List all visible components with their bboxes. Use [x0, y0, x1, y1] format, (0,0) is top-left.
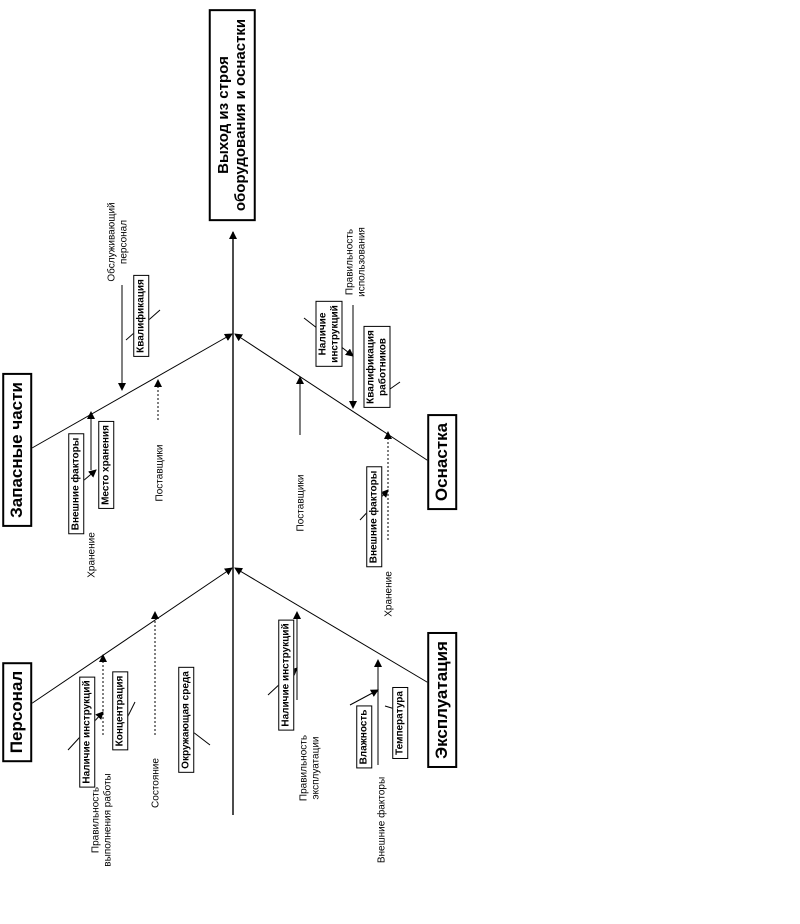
- cause-qualification: Квалификация: [133, 275, 149, 357]
- cause-usage-correctness: Правильность использования: [344, 227, 368, 297]
- cause-external-factors-op: Внешние факторы: [376, 776, 388, 864]
- cause-concentration: Концентрация: [112, 671, 128, 751]
- cause-instructions-tool: Наличие инструкций: [315, 301, 343, 367]
- cause-humidity: Влажность: [356, 705, 372, 769]
- cause-instructions-op: Наличие инструкций: [278, 619, 294, 731]
- cause-suppliers-sp: Поставщики: [154, 444, 166, 502]
- cause-storage-tool: Хранение: [383, 571, 395, 617]
- cause-work-correctness: Правильность выполнения работы: [90, 773, 114, 867]
- cause-external-factors-sp: Внешние факторы: [68, 433, 84, 535]
- cause-external-factors-tool: Внешние факторы: [366, 466, 382, 568]
- category-spare-parts: Запасные части: [2, 373, 32, 527]
- category-personnel: Персонал: [2, 661, 32, 763]
- bone-operation: [234, 567, 433, 686]
- cause-maintenance-staff: Обслуживающий персонал: [106, 202, 130, 282]
- cause-environment: Окружающая среда: [178, 667, 194, 773]
- cause-storage-place: Место хранения: [98, 421, 114, 509]
- cause-storage-sp: Хранение: [86, 532, 98, 578]
- effect-box: Выход из строя оборудования и оснастки: [208, 8, 256, 222]
- cause-worker-qualification: Квалификация работников: [363, 326, 391, 408]
- category-tooling: Оснастка: [427, 413, 457, 511]
- bone-tooling: [234, 333, 431, 463]
- bone-spare-parts: [24, 333, 233, 453]
- cause-instructions-pers: Наличие инструкций: [79, 676, 95, 788]
- cause-suppliers-tool: Поставщики: [295, 474, 307, 532]
- arrow-humidity: [349, 689, 379, 706]
- bone-personnel: [24, 567, 233, 709]
- cause-temperature: Температура: [392, 687, 408, 759]
- cause-operation-correctness: Правильность эксплуатации: [298, 734, 322, 802]
- cause-condition: Состояние: [150, 758, 162, 808]
- category-operation: Эксплуатация: [427, 632, 457, 768]
